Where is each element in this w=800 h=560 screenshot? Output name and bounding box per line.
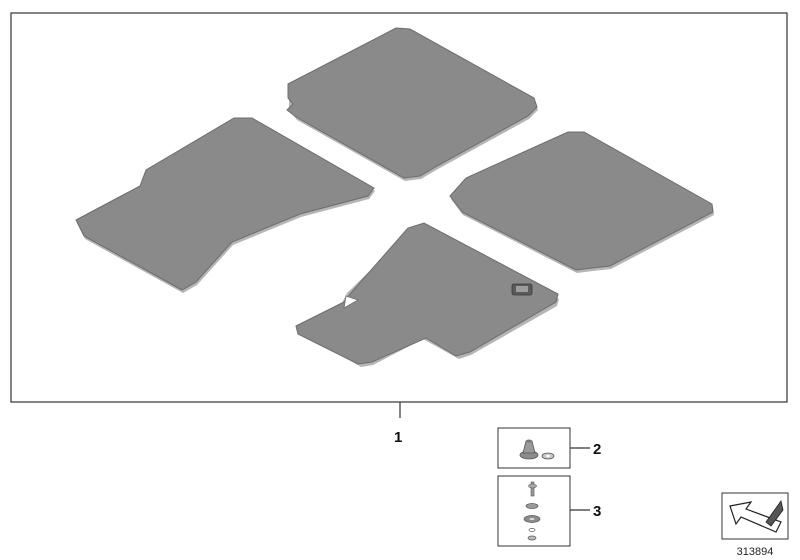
floor-mat-right: [449, 131, 714, 273]
callout-1: 1: [394, 429, 402, 446]
fastener-assembly-icon: [523, 481, 541, 541]
callout-3: 3: [593, 503, 601, 520]
orientation-arrow-icon: [729, 500, 784, 533]
floor-mat-rear-top: [286, 27, 538, 181]
mat-logo-badge-icon: [511, 283, 533, 296]
callout-2: 2: [593, 441, 601, 458]
floor-mat-rear-bottom: [295, 222, 559, 367]
reference-number: 313894: [737, 546, 774, 558]
clip-assembly-icon: [519, 439, 555, 460]
floor-mat-front-left: [75, 117, 375, 293]
